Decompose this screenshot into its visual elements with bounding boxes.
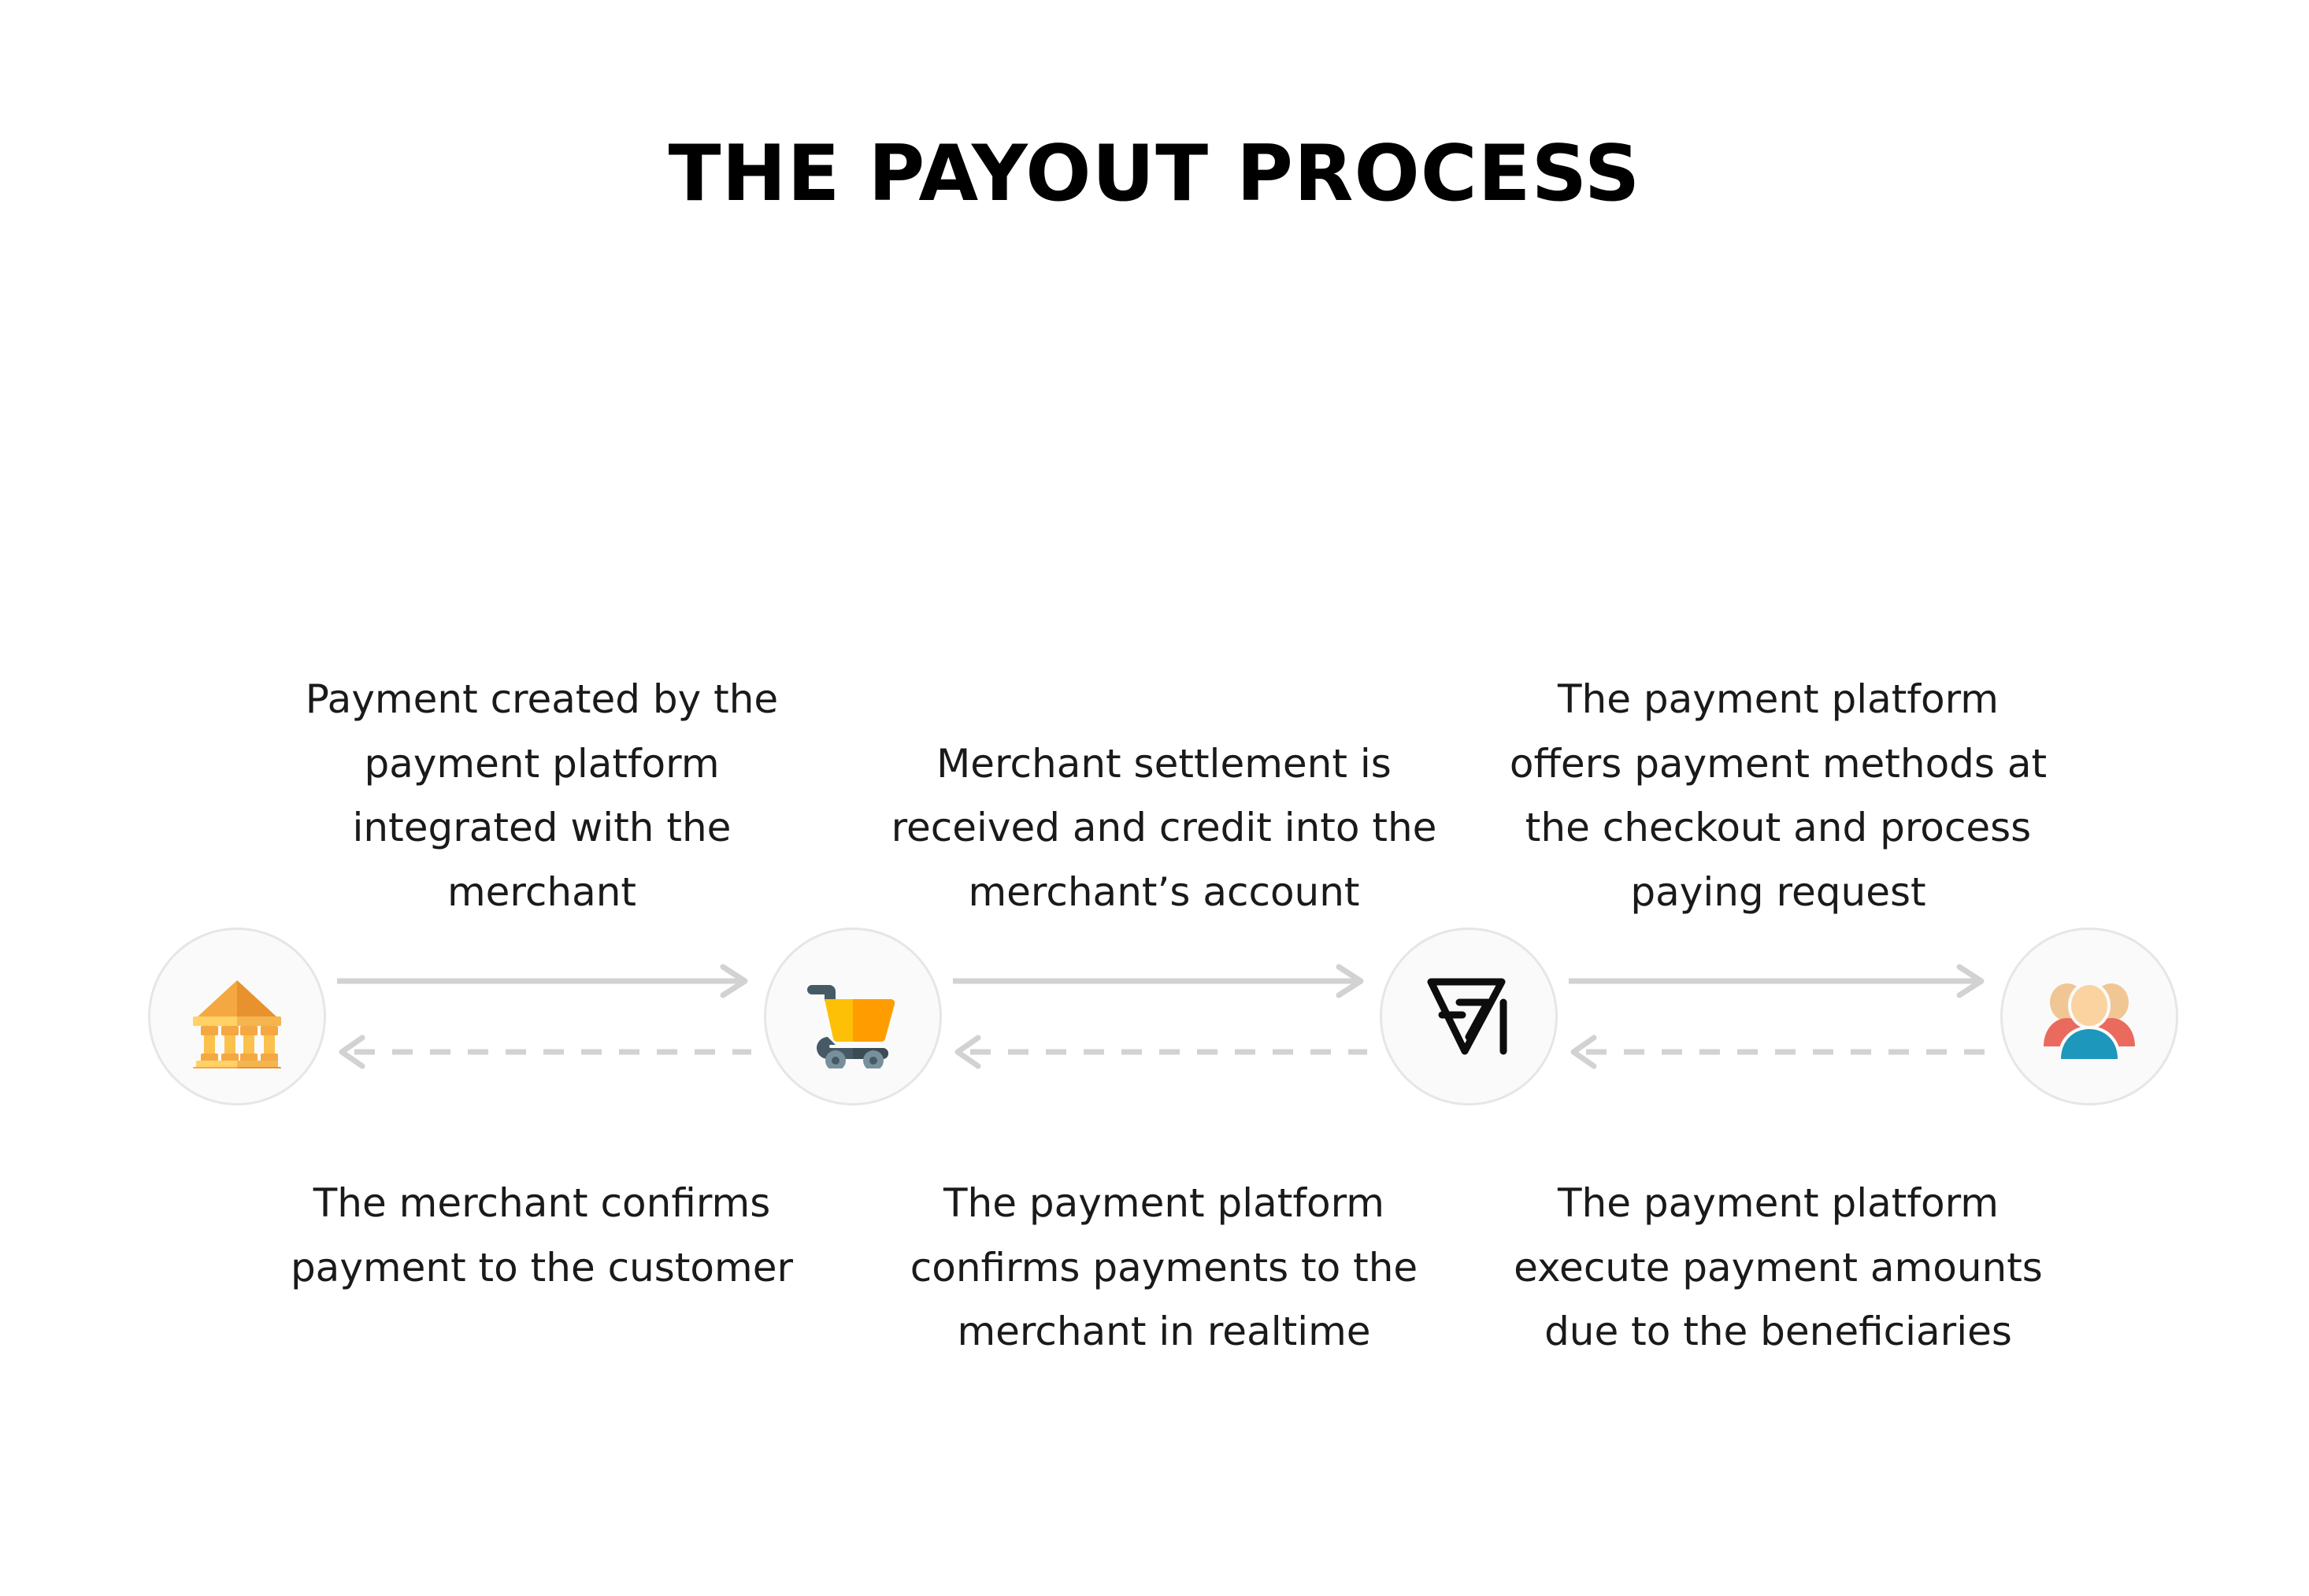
payment-platform-logo-icon [1421, 969, 1516, 1064]
connector-bank-merchant [334, 956, 754, 1082]
note-top-3: The payment platform offers payment meth… [1509, 676, 2048, 915]
note-top-2: Merchant settlement is received and cred… [891, 740, 1437, 915]
node-beneficiaries[interactable] [2000, 928, 2178, 1105]
bank-icon [185, 965, 289, 1068]
note-bottom-2: The payment platform confirms payments t… [910, 1180, 1418, 1354]
users-group-icon [2037, 965, 2141, 1068]
connector-merchant-platform [950, 956, 1370, 1082]
note-bottom-3: The payment platform execute payment amo… [1514, 1180, 2043, 1354]
note-bottom-1: The merchant confirms payment to the cus… [290, 1180, 794, 1291]
note-top-1: Payment created by the payment platform … [305, 676, 779, 915]
node-bank[interactable] [148, 928, 326, 1105]
shopping-cart-icon [801, 965, 905, 1068]
node-payment-platform[interactable] [1380, 928, 1558, 1105]
connector-platform-beneficiaries [1566, 956, 1991, 1082]
process-flow-row [0, 928, 2309, 1105]
page-title: THE PAYOUT PROCESS [668, 129, 1641, 219]
node-merchant[interactable] [764, 928, 942, 1105]
